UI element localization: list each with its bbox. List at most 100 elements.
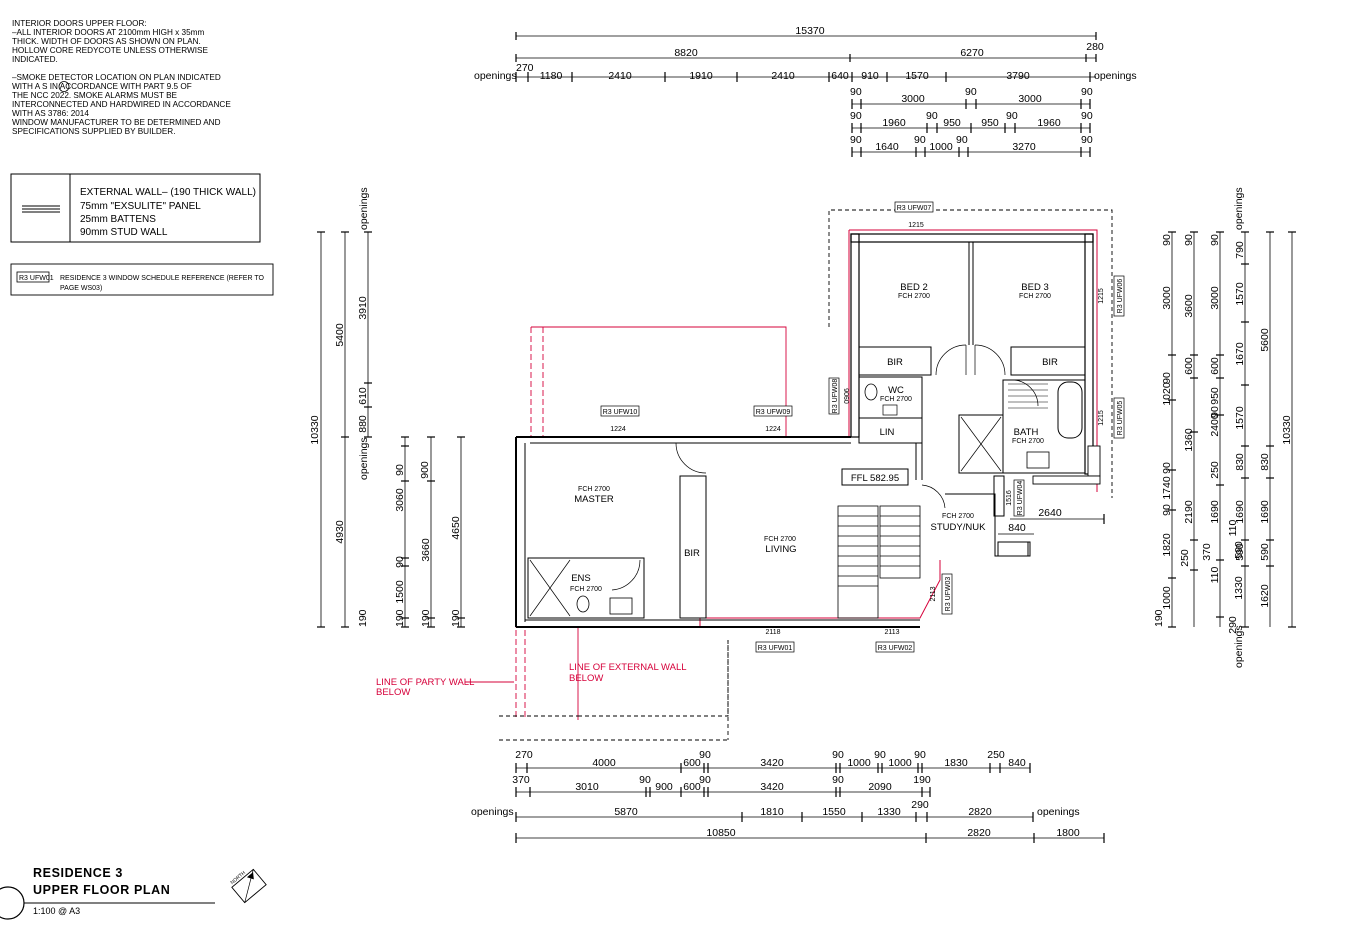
window-schedule-legend: R3 UFW01 RESIDENCE 3 WINDOW SCHEDULE REF…: [10, 263, 274, 296]
openings-label: openings: [474, 70, 517, 82]
dim-label: 190: [450, 609, 462, 627]
dim-label: 2820: [967, 827, 991, 839]
dim-label: 900: [419, 461, 431, 479]
dim-label: 90: [956, 134, 968, 146]
dim-label: 1330: [877, 806, 901, 818]
dim-label: 90: [639, 774, 651, 786]
dim-label: 90: [1161, 234, 1173, 246]
dim-label: 590: [1259, 543, 1271, 561]
dim-label: 4000: [592, 757, 616, 769]
room-bir-master: BIR: [684, 548, 700, 559]
wc-basin-icon: [882, 404, 898, 416]
dim-label: 90: [1161, 462, 1173, 474]
dim-label: 90: [1006, 110, 1018, 122]
dim-label: 290: [1227, 616, 1239, 634]
dim-label: 1000: [929, 141, 953, 153]
window-dim: 2113: [884, 629, 899, 636]
window-dim: 1224: [765, 426, 781, 433]
openings-label: openings: [1233, 625, 1245, 668]
dim-label: 90: [874, 749, 886, 761]
dim-label: 90: [1081, 110, 1093, 122]
room-fch: FCH 2700: [578, 486, 610, 493]
wall-east: [1084, 233, 1094, 475]
door-note-line: HOLLOW CORE REDYCOTE UNLESS OTHERWISE: [12, 46, 208, 55]
window-tag: R3 UFW03: [945, 577, 952, 612]
dim-label: 250: [1209, 461, 1221, 479]
wall-north: [850, 233, 1094, 243]
dim-label: 5400: [334, 323, 346, 347]
dim-label: 600: [1183, 357, 1195, 375]
dim-label: 830: [1259, 453, 1271, 471]
room-living: LIVING: [765, 544, 796, 555]
title-bubble-icon: [0, 886, 25, 920]
window-dim: 1516: [1006, 490, 1013, 506]
basin-icon: [1026, 451, 1050, 469]
smoke-note-line: THE NCC 2022. SMOKE ALARMS MUST BE: [12, 91, 178, 100]
general-notes: INTERIOR DOORS UPPER FLOOR: –ALL INTERIO…: [12, 19, 231, 136]
smoke-note-line: INTERCONNECTED AND HARDWIRED IN ACCORDAN…: [12, 100, 231, 109]
ffl-box: [841, 468, 909, 486]
dim-label: 1690: [1209, 500, 1221, 524]
dim-label: 1800: [1056, 827, 1080, 839]
openings-label: openings: [1037, 806, 1080, 818]
dim-label: 2190: [1183, 500, 1195, 524]
window-tags: R3 UFW07 1215 R3 UFW06 1215 R3 UFW05 121…: [600, 201, 1125, 653]
dim-overall-top: 15370: [795, 25, 824, 37]
window-dim: 2118: [765, 629, 780, 636]
door-note-line: THICK. WIDTH OF DOORS AS SHOWN ON PLAN.: [12, 37, 201, 46]
smoke-note-line: WINDOW MANUFACTURER TO BE DETERMINED AND: [12, 118, 221, 127]
dim-label: 1360: [1183, 428, 1195, 452]
dim-label: 90: [965, 86, 977, 98]
dim-label: 8820: [674, 47, 698, 59]
external-wall-symbol: [22, 205, 60, 213]
dim-label: 280: [1086, 41, 1104, 53]
window-dim: 1224: [610, 426, 626, 433]
dim-label: 290: [911, 799, 929, 811]
dim-label: 3600: [1183, 294, 1195, 318]
dim-label: 1740: [1161, 476, 1173, 500]
red-annotations: LINE OF PARTY WALL BELOW LINE OF EXTERNA…: [376, 662, 687, 698]
dim-label: 900: [655, 781, 673, 793]
window-dim: 0906: [844, 388, 851, 404]
dim-overall-right: 10330: [1281, 415, 1293, 444]
dim-label: 90: [699, 749, 711, 761]
door-note-line: INDICATED.: [12, 55, 58, 64]
dim-label: 190: [394, 609, 406, 627]
dim-label: 90: [850, 86, 862, 98]
dim-label: 3660: [420, 538, 432, 562]
walls: [515, 233, 1101, 628]
openings-label: openings: [358, 437, 370, 480]
dim-label: 1330: [1233, 576, 1245, 600]
dim-label: 1620: [1259, 584, 1271, 608]
dim-label: 4650: [450, 516, 462, 540]
openings-label: openings: [358, 187, 370, 230]
window-dim: 2113: [930, 586, 937, 601]
room-fch: FCH 2700: [898, 293, 930, 300]
room-bed2: BED 2: [900, 282, 927, 293]
stairs: [837, 505, 921, 619]
window-dim: 1215: [1098, 288, 1105, 304]
dim-label: 590: [1234, 543, 1246, 561]
dim-label: 1830: [944, 757, 968, 769]
dim-label: 270: [515, 749, 533, 761]
dim-label: 190: [357, 609, 369, 627]
room-bed3: BED 3: [1021, 282, 1048, 293]
dim-label: 1690: [1259, 500, 1271, 524]
dim-label: 5600: [1259, 328, 1271, 352]
room-labels: BED 2 FCH 2700 BED 3 FCH 2700 BIR BIR WC…: [570, 282, 1105, 593]
room-bir-bed3: BIR: [1042, 357, 1058, 368]
door-swings: [611, 344, 1039, 591]
dim-label: 1820: [1161, 533, 1173, 557]
dim-label: 270: [516, 62, 534, 74]
dim-label: 1000: [888, 757, 912, 769]
dim-label: 3270: [1012, 141, 1036, 153]
dim-label: 2640: [1038, 507, 1062, 519]
window-tag: R3 UFW05: [1117, 401, 1124, 436]
dim-label: 90: [1081, 86, 1093, 98]
party-wall-note: BELOW: [376, 687, 410, 698]
dim-label: 2410: [771, 70, 795, 82]
dim-label: 950: [943, 117, 961, 129]
legend-wall-text: EXTERNAL WALL– (190 THICK WALL): [80, 187, 256, 198]
dim-label: 3010: [575, 781, 599, 793]
dim-label: 250: [1179, 549, 1191, 567]
